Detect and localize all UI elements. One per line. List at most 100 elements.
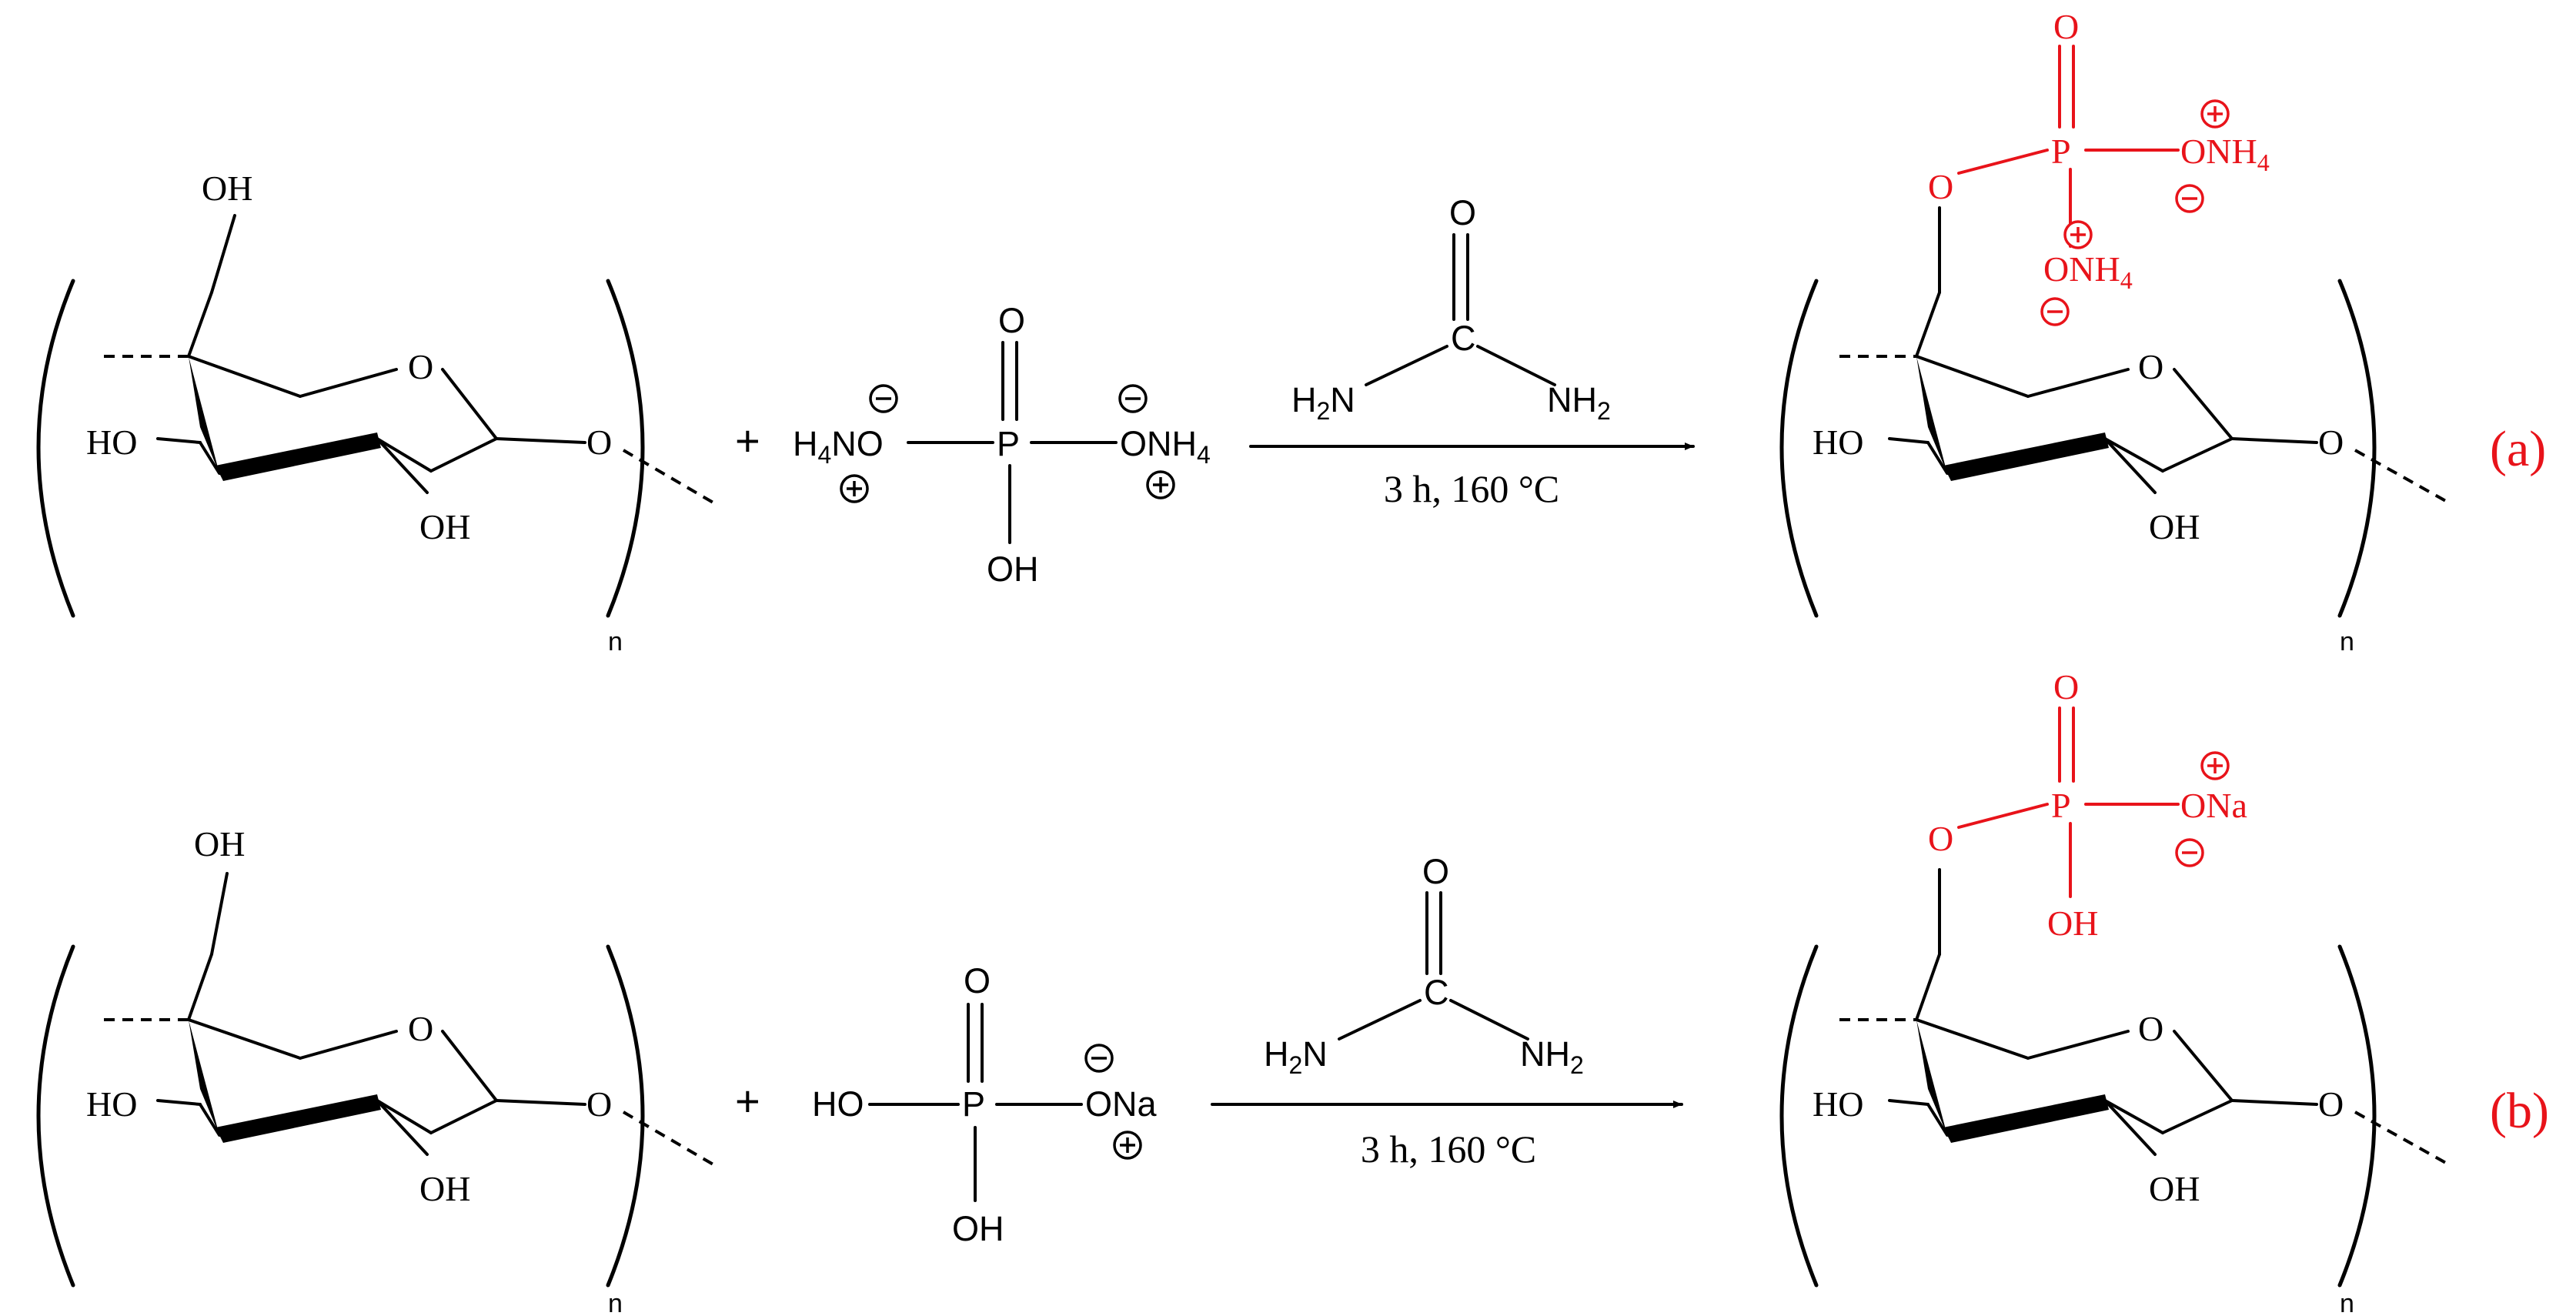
c3-ho-label: HO — [86, 423, 137, 462]
h4no-label: H4NO — [793, 424, 884, 469]
plus-charge-icon — [2200, 99, 2230, 129]
bond-ringo-c1 — [441, 368, 498, 440]
repeat-index: n — [2340, 627, 2354, 656]
plus-charge-icon — [1113, 1131, 1142, 1160]
urea-oxygen: O — [1449, 193, 1476, 232]
plus-charge-icon — [1146, 470, 1175, 499]
urea-bond-left — [1365, 345, 1448, 386]
phosphoryl-oxygen: O — [2053, 7, 2079, 46]
bond-c5-c6 — [1915, 953, 1941, 1021]
urea-h2n: H2N — [1264, 1034, 1328, 1079]
bond-c5-c4 — [187, 355, 302, 398]
plus-charge-icon — [2063, 220, 2093, 249]
c2-oh-label: OH — [419, 1169, 470, 1208]
bond-c5-c6 — [187, 953, 213, 1021]
minus-charge-icon — [1118, 384, 1148, 413]
p-oh-label: OH — [2047, 903, 2098, 943]
ammonium-phosphate: H4NO P O OH ONH4 — [791, 301, 1211, 589]
conditions-b: 3 h, 160 °C — [1361, 1127, 1536, 1171]
bond-ringo-c1 — [2173, 1030, 2234, 1102]
ester-oxygen: O — [1928, 167, 1953, 206]
p-oh-label: OH — [952, 1209, 1004, 1248]
glycosidic-oxygen: O — [2318, 1084, 2344, 1124]
urea-nh2: NH2 — [1520, 1034, 1584, 1079]
urea-carbon: C — [1451, 319, 1476, 358]
bond-c5-c6 — [1915, 291, 1941, 358]
phosphorylated-cellulose-a: n HO OH O O O P O — [1779, 7, 2452, 656]
bond-ringo-c1 — [2173, 368, 2234, 440]
ring-oxygen: O — [2138, 347, 2163, 386]
glycosidic-oxygen: O — [586, 1084, 612, 1124]
phosphoryl-oxygen: O — [2053, 667, 2079, 706]
bond-ringo — [299, 1030, 398, 1060]
c2-oh-label: OH — [2149, 507, 2200, 546]
bond-c1-glyco — [2230, 1099, 2318, 1106]
reaction-b: n OH HO OH O O + HO P — [36, 667, 2549, 1316]
bond-c6-oh — [210, 872, 229, 956]
reaction-a: n OH HO OH O O + — [36, 7, 2546, 656]
phosphorus: P — [997, 424, 1020, 463]
ona-label: ONa — [2180, 786, 2247, 825]
phosphoryl-oxygen: O — [964, 961, 991, 1000]
bond-c2-c1 — [2103, 1099, 2164, 1134]
urea-a: O C H2N NH2 — [1291, 193, 1611, 425]
minus-charge-icon — [869, 384, 898, 413]
urea-carbon: C — [1424, 973, 1449, 1012]
phosphorus: P — [2051, 786, 2071, 825]
bond-c3-c2 — [1926, 1103, 1949, 1137]
plus-sign: + — [735, 1077, 760, 1125]
bond-c1-side — [2161, 437, 2234, 473]
bond-c2-c1 — [376, 1099, 433, 1134]
right-paren — [2337, 944, 2377, 1288]
cellulose-unit-b: n OH HO OH O O — [36, 824, 717, 1316]
phosphorus: P — [2051, 132, 2071, 171]
bond-c5-ringo — [299, 368, 398, 398]
bond-ho-c3 — [1888, 437, 1929, 444]
c3-ho-label: HO — [1813, 1084, 1863, 1124]
phosphorus: P — [962, 1084, 985, 1124]
right-paren — [606, 944, 645, 1288]
bond-o-p — [1957, 803, 2049, 829]
urea-b: O C H2N NH2 — [1264, 852, 1584, 1079]
left-paren — [36, 279, 75, 618]
bond-c5-c6 — [187, 291, 213, 358]
bond-ho-c3 — [156, 437, 202, 444]
bond-c1-glyco — [2230, 437, 2318, 444]
bold-bond-ring — [216, 1094, 381, 1143]
bond-c5-c4 — [1915, 1018, 2030, 1060]
bond-c2-oh — [376, 1099, 429, 1156]
minus-charge-icon — [2175, 838, 2204, 867]
c3-ho-label: HO — [1813, 423, 1863, 462]
bond-c5-c4 — [1915, 355, 2030, 398]
bond-c2-c1 — [2103, 437, 2164, 473]
wedge-c4 — [1916, 356, 1947, 473]
right-paren — [2337, 279, 2377, 618]
minus-charge-icon — [2040, 297, 2070, 326]
wedge-c4 — [189, 356, 219, 473]
bond-c3-c2 — [199, 1103, 221, 1137]
urea-nh2: NH2 — [1547, 380, 1611, 425]
bond-c1-glyco — [495, 1099, 586, 1106]
urea-oxygen: O — [1422, 852, 1449, 891]
bond-c1-side — [429, 1099, 498, 1134]
c2-oh-label: OH — [419, 507, 470, 546]
bond-c6-oh — [210, 214, 236, 294]
onh4-lower: ONH4 — [2043, 249, 2133, 294]
bond-ringo — [2026, 1030, 2130, 1060]
sodium-phosphate: HO P O OH ONa — [812, 961, 1158, 1248]
plus-charge-icon — [2200, 751, 2230, 780]
ester-oxygen: O — [1928, 819, 1953, 858]
repeat-index: n — [608, 627, 623, 656]
bond-c2-oh — [376, 437, 429, 494]
glycosidic-oxygen: O — [2318, 423, 2344, 462]
bond-c5-c4 — [187, 1018, 302, 1060]
left-paren — [1779, 279, 1819, 618]
conditions-a: 3 h, 160 °C — [1384, 467, 1559, 510]
c2-oh-label: OH — [2149, 1169, 2200, 1208]
bond-ringo-c1 — [441, 1030, 498, 1102]
urea-bond-right — [1449, 999, 1529, 1040]
bond-ho-c3 — [156, 1099, 202, 1106]
c3-ho-label: HO — [86, 1084, 137, 1124]
c6-oh-label: OH — [202, 169, 252, 208]
minus-charge-icon — [1084, 1044, 1114, 1073]
